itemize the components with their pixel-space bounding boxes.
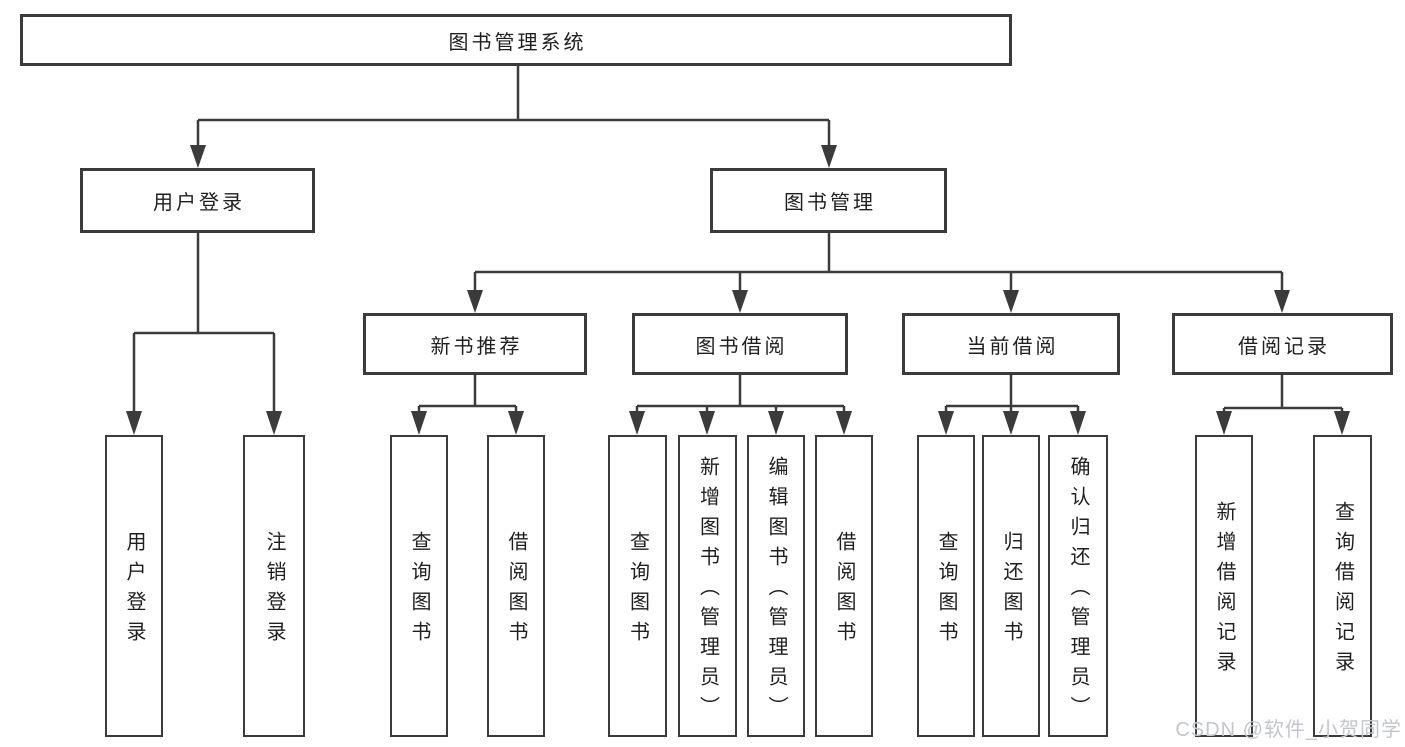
node-book-borrow: 图书借阅 xyxy=(632,313,848,375)
arrow-down-icon xyxy=(1003,411,1019,435)
leaf-nb-query-books: 查询图书 xyxy=(390,435,448,737)
leaf-cb-query-books-label: 查询图书 xyxy=(935,531,957,651)
arrow-down-icon xyxy=(821,145,837,168)
arrow-down-icon xyxy=(629,411,645,435)
connector-path xyxy=(132,66,1344,430)
node-borrow-records: 借阅记录 xyxy=(1172,313,1393,375)
leaf-bb-edit-book-admin-label: 编辑图书（管理员） xyxy=(765,456,787,726)
leaf-logout: 注销登录 xyxy=(243,435,305,737)
leaf-cb-confirm-return-admin-label: 确认归还（管理员） xyxy=(1067,456,1089,726)
node-current-borrow-label: 当前借阅 xyxy=(966,335,1059,358)
arrow-down-icon xyxy=(411,411,427,435)
node-book-management: 图书管理 xyxy=(710,168,947,233)
node-root-label: 图书管理系统 xyxy=(448,31,587,54)
arrow-down-icon xyxy=(508,411,524,435)
leaf-bb-borrow-books-label: 借阅图书 xyxy=(833,531,855,651)
arrow-down-icon xyxy=(1274,290,1290,313)
leaf-user-login: 用户登录 xyxy=(105,435,163,737)
arrow-down-icon xyxy=(1334,411,1350,435)
leaf-nb-borrow-books-label: 借阅图书 xyxy=(505,531,527,651)
node-user-login-label: 用户登录 xyxy=(153,192,245,214)
leaf-cb-return-books: 归还图书 xyxy=(982,435,1040,737)
leaf-br-add-record-label: 新增借阅记录 xyxy=(1213,501,1235,681)
node-book-borrow-label: 图书借阅 xyxy=(695,335,788,358)
node-new-book-recommend: 新书推荐 xyxy=(363,313,587,375)
leaf-cb-query-books: 查询图书 xyxy=(917,435,975,737)
node-current-borrow: 当前借阅 xyxy=(902,313,1120,375)
node-borrow-records-label: 借阅记录 xyxy=(1238,335,1330,358)
csdn-watermark: CSDN @软件_小贺同学 xyxy=(1175,719,1402,741)
arrow-down-icon xyxy=(126,411,142,435)
node-book-management-label: 图书管理 xyxy=(784,192,876,214)
arrow-down-icon xyxy=(1070,411,1086,435)
leaf-bb-add-book-admin-label: 新增图书（管理员） xyxy=(696,456,719,726)
leaf-nb-borrow-books: 借阅图书 xyxy=(487,435,545,737)
leaf-br-add-record: 新增借阅记录 xyxy=(1195,435,1253,737)
leaf-bb-query-books-label: 查询图书 xyxy=(626,531,649,651)
arrow-down-icon xyxy=(768,411,784,435)
leaf-logout-label: 注销登录 xyxy=(263,531,285,651)
leaf-bb-add-book-admin: 新增图书（管理员） xyxy=(678,435,737,737)
arrow-down-icon xyxy=(836,411,852,435)
leaf-br-query-record-label: 查询借阅记录 xyxy=(1331,501,1354,681)
arrow-down-icon xyxy=(938,411,954,435)
arrow-down-icon xyxy=(699,411,715,435)
arrowheads xyxy=(126,145,1350,435)
leaf-cb-confirm-return-admin: 确认归还（管理员） xyxy=(1048,435,1108,737)
leaf-user-login-label: 用户登录 xyxy=(123,531,145,651)
leaf-nb-query-books-label: 查询图书 xyxy=(408,531,430,651)
arrow-down-icon xyxy=(467,290,483,313)
leaf-cb-return-books-label: 归还图书 xyxy=(1000,531,1022,651)
leaf-bb-query-books: 查询图书 xyxy=(608,435,667,737)
arrow-down-icon xyxy=(190,145,206,168)
leaf-br-query-record: 查询借阅记录 xyxy=(1313,435,1372,737)
arrow-down-icon xyxy=(732,290,748,313)
arrow-down-icon xyxy=(266,411,282,435)
node-new-book-recommend-label: 新书推荐 xyxy=(430,335,523,358)
leaf-bb-edit-book-admin: 编辑图书（管理员） xyxy=(747,435,805,737)
arrow-down-icon xyxy=(1216,411,1232,435)
leaf-bb-borrow-books: 借阅图书 xyxy=(815,435,873,737)
node-root: 图书管理系统 xyxy=(20,14,1012,66)
node-user-login: 用户登录 xyxy=(80,168,315,233)
arrow-down-icon xyxy=(1003,290,1019,313)
